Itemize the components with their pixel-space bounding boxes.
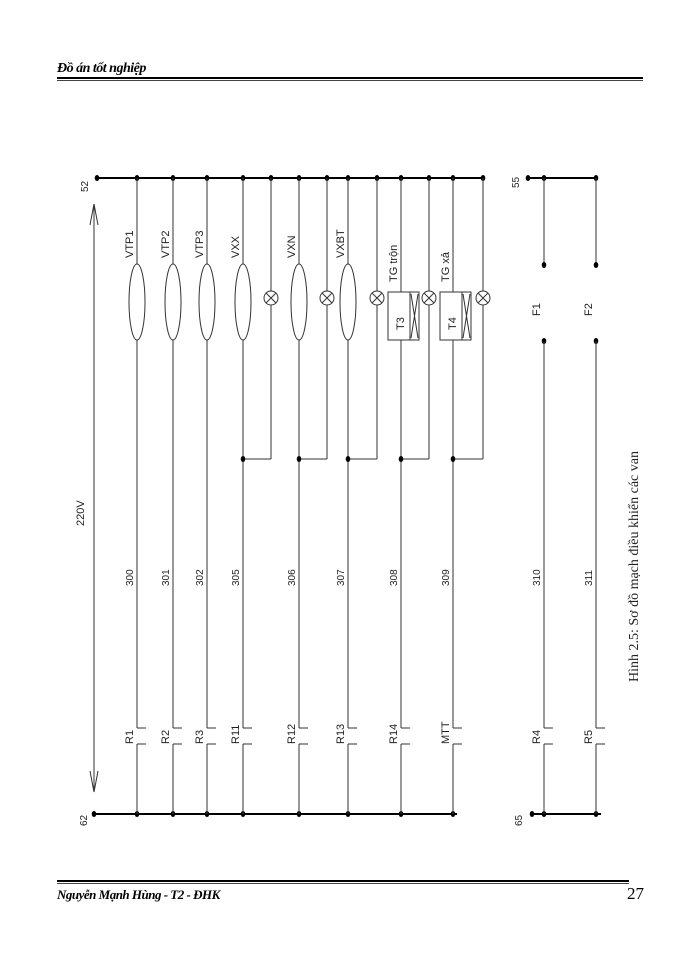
valve-label: VTP3 (194, 230, 206, 258)
node-label-65: 65 (514, 814, 525, 826)
timer-box (387, 291, 420, 341)
valve-coil-icon (164, 263, 182, 341)
contact-label: R1 (124, 730, 136, 744)
valve-coil-icon (128, 263, 146, 341)
contact-label: R4 (531, 730, 543, 744)
wire-number: 302 (195, 569, 206, 586)
node-label-62: 62 (79, 814, 90, 826)
figure-caption: Hình 2.5: Sơ đồ mạch điều khiển các van (627, 451, 642, 682)
arrow-head-down-icon (89, 770, 99, 793)
lamp-junction-dot (450, 456, 456, 462)
timer-delay-icon (410, 293, 419, 339)
lamp-cross (423, 292, 435, 304)
switch-terminal-dot (593, 262, 599, 268)
timer-delay-icon (462, 293, 471, 339)
header-title: Đồ án tốt nghiệp (57, 61, 146, 76)
valve-coil-icon (290, 263, 308, 341)
valve-label: VXN (286, 235, 298, 258)
float-switch-label: F2 (583, 303, 595, 316)
lamp-cross (477, 292, 489, 304)
wire-number: 306 (287, 569, 298, 586)
lamp-cross (265, 292, 277, 304)
wire-number: 300 (125, 569, 136, 586)
lamp-cross (321, 292, 333, 304)
timer-box (439, 291, 472, 341)
wire-number: 307 (336, 569, 347, 586)
timer-label: T3 (395, 317, 407, 330)
valve-coil-icon (234, 263, 252, 341)
valve-label: VTP2 (160, 230, 172, 258)
wire-number: 305 (231, 569, 242, 586)
valve-coil-icon (198, 263, 216, 341)
node-52-dot (94, 175, 100, 181)
float-switch-label: F1 (531, 303, 543, 316)
page-number: 27 (627, 884, 644, 903)
supply-voltage-label: 220V (75, 500, 87, 526)
contact-label: R12 (286, 724, 298, 744)
header-rule-thin (57, 80, 643, 81)
contact-label: R11 (230, 725, 242, 744)
lamp-junction-dot (345, 456, 351, 462)
wire-number: 301 (161, 569, 172, 586)
node-62-dot (91, 811, 97, 817)
contact-label: R14 (388, 724, 400, 744)
wire-number: 310 (532, 569, 543, 586)
footer-rule (57, 880, 629, 882)
valve-label: VXBT (335, 229, 347, 258)
wire-number: 308 (389, 569, 400, 586)
contact-label: MTT (440, 721, 452, 744)
arrow-head-up-icon (89, 203, 99, 226)
contact-label: R13 (335, 724, 347, 744)
timer-label: T4 (447, 317, 459, 330)
wire-number: 311 (584, 570, 595, 586)
node-55-dot (525, 175, 531, 181)
lamp-cross (371, 292, 383, 304)
timer-function-label: TG trộn (388, 245, 400, 282)
valve-coil-icon (339, 263, 357, 341)
footer-author: Nguyễn Mạnh Hùng - T2 - ĐHK (57, 887, 220, 902)
footer-rule-thin (57, 883, 629, 884)
lamp-junction-dot (398, 456, 404, 462)
wire-number: 309 (441, 569, 452, 586)
switch-terminal-dot (541, 262, 547, 268)
contact-label: R2 (160, 730, 172, 744)
valve-label: VXX (230, 235, 242, 258)
lamp-junction-dot (240, 456, 246, 462)
valve-label: VTP1 (124, 230, 136, 258)
header-rule (57, 77, 643, 79)
timer-function-label: TG xả (440, 251, 452, 282)
node-label-55: 55 (511, 176, 522, 188)
node-label-52: 52 (80, 180, 91, 192)
contact-label: R3 (194, 730, 206, 744)
contact-label: R5 (583, 730, 595, 744)
node-65-dot (529, 811, 535, 817)
lamp-junction-dot (296, 456, 302, 462)
